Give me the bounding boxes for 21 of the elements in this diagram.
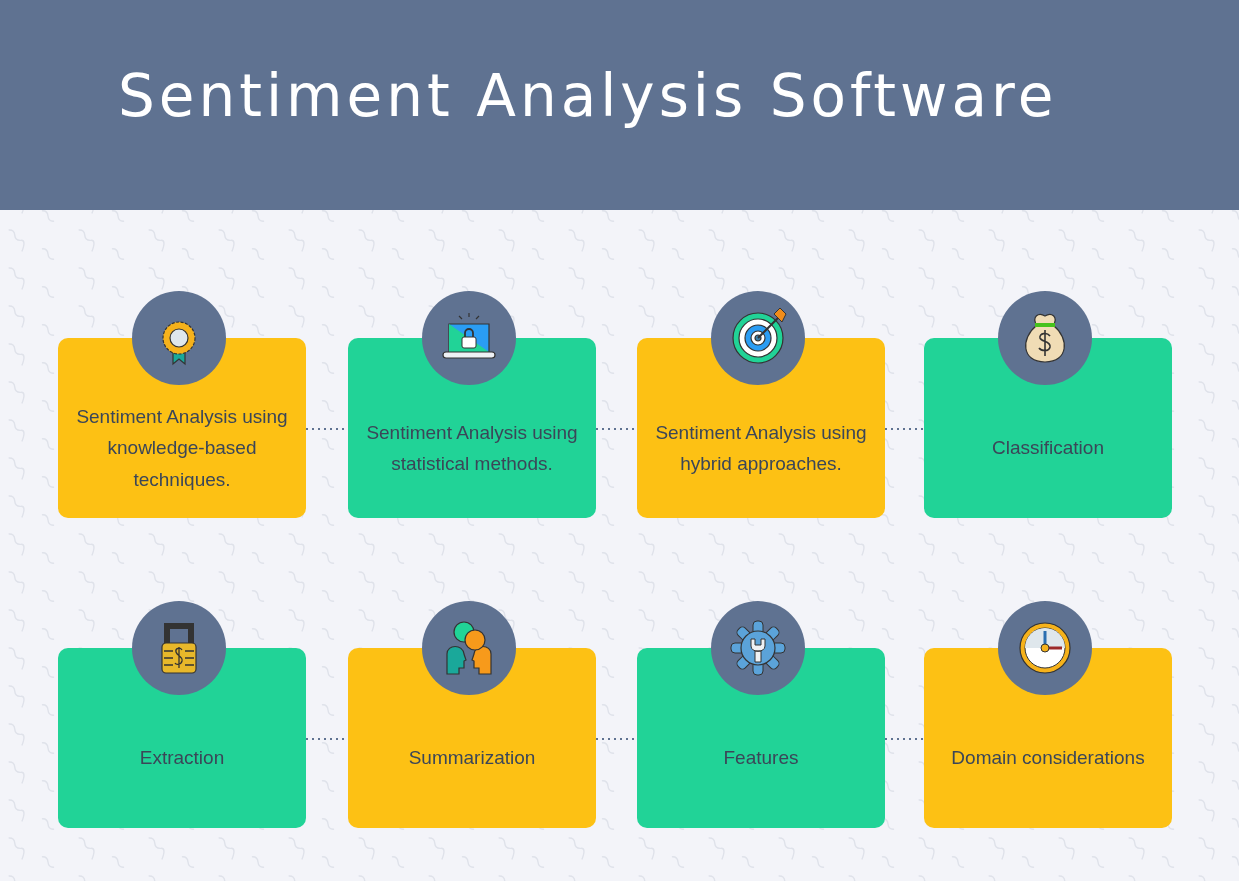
text-card [58,648,306,828]
dotted-connector [596,427,637,431]
card-text: Summarization [408,746,536,771]
card-text: Classification [992,436,1104,461]
card-text: Features [723,746,799,771]
text-card [637,338,885,518]
card-text: Sentiment Analysis using statistical methods. [365,420,579,476]
card-text: Extraction [139,746,225,771]
text-card [348,648,596,828]
card-text: Domain considerations [951,746,1145,771]
text-card [58,338,306,518]
text-card [348,338,596,518]
dotted-connector [885,427,924,431]
card-text: Sentiment Analysis using hybrid approaches. [654,420,868,476]
text-card [924,648,1172,828]
text-card [637,648,885,828]
title: Sentiment Analysis Software [118,62,1058,132]
dotted-connector [885,737,924,741]
dotted-connector [596,737,637,741]
card-text: Sentiment Analysis using knowledge-based techniques. [75,405,289,492]
text-card [924,338,1172,518]
